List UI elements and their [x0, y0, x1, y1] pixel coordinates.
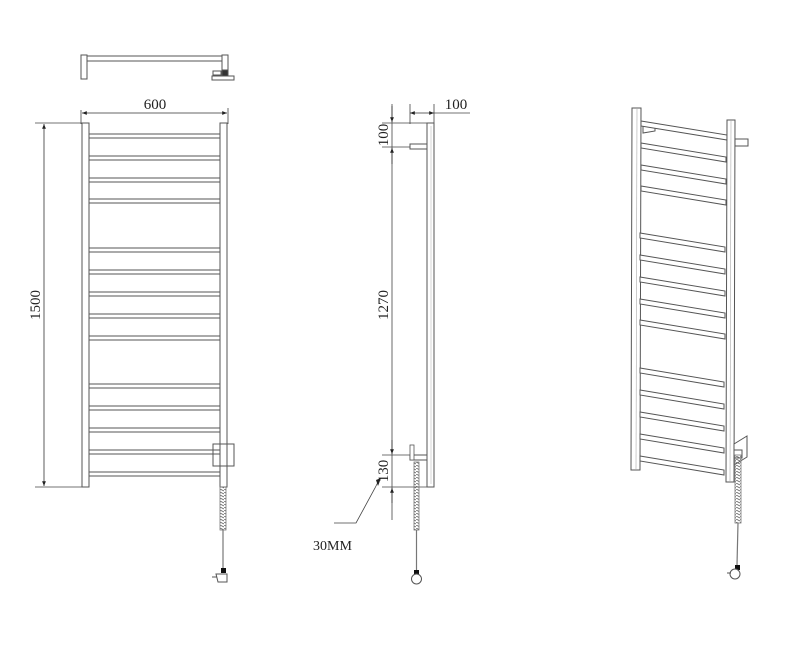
- junction-box: [212, 443, 235, 467]
- plug-icon: [411, 573, 422, 585]
- top-bracket: [409, 143, 428, 150]
- depth-dimension-label: 100: [445, 97, 468, 113]
- perspective-view: [630, 107, 749, 580]
- bottom-offset-label: 130: [376, 460, 392, 483]
- bracket-spacing-label: 1270: [376, 290, 392, 320]
- cable-note-label: 30MM: [313, 539, 352, 554]
- front-view: 600 1500: [28, 97, 235, 583]
- top-offset-label: 100: [376, 124, 392, 147]
- height-dimension-label: 1500: [28, 290, 44, 320]
- plug-icon: [215, 573, 228, 583]
- plug-icon: [729, 568, 741, 580]
- top-view: [80, 54, 235, 81]
- cable-spring: [734, 454, 742, 524]
- cable-spring: [413, 461, 420, 531]
- cable-spring: [219, 486, 227, 531]
- side-view: 100 100 1270 130 30MM: [313, 97, 470, 585]
- width-dimension-label: 600: [144, 97, 167, 113]
